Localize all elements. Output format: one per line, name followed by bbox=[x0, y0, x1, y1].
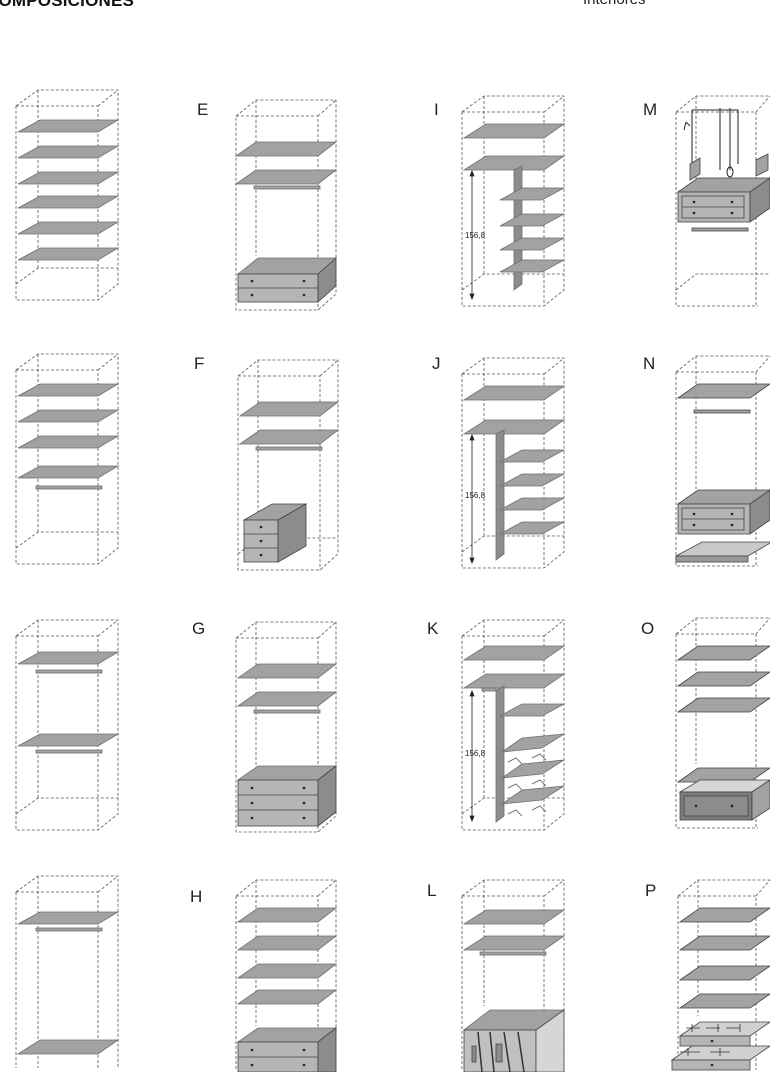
composition-unlabelled-4 bbox=[15, 875, 120, 1068]
dimension-label: 156,8 bbox=[465, 231, 486, 240]
label-I: I bbox=[434, 100, 439, 119]
composition-unlabelled-1 bbox=[15, 89, 120, 301]
composition-J: 156,8 bbox=[461, 357, 566, 569]
dimension-label: 156,8 bbox=[465, 491, 486, 500]
label-H: H bbox=[190, 887, 203, 906]
label-P: P bbox=[645, 881, 657, 900]
label-M: M bbox=[643, 100, 658, 119]
composition-unlabelled-3 bbox=[15, 619, 120, 831]
label-N: N bbox=[643, 354, 656, 373]
composition-I: 156,8 bbox=[461, 95, 566, 307]
composition-E bbox=[234, 99, 338, 311]
composition-N bbox=[675, 355, 770, 567]
composition-F bbox=[237, 359, 340, 571]
composition-P bbox=[670, 879, 770, 1071]
composition-H bbox=[235, 879, 338, 1072]
composition-unlabelled-2 bbox=[15, 353, 120, 565]
composition-G bbox=[235, 621, 338, 833]
label-O: O bbox=[641, 619, 655, 638]
label-K: K bbox=[427, 619, 439, 638]
composition-M bbox=[675, 95, 770, 307]
composition-L bbox=[461, 879, 566, 1072]
page-title: COMPOSICIONES bbox=[0, 0, 135, 10]
dimension-label: 156,8 bbox=[465, 749, 486, 758]
composition-O bbox=[675, 617, 770, 829]
label-E: E bbox=[197, 100, 209, 119]
composition-K: 156,8 bbox=[461, 619, 566, 831]
label-J: J bbox=[432, 354, 441, 373]
label-F: F bbox=[194, 354, 205, 373]
section-title: Interiores bbox=[583, 0, 646, 8]
label-L: L bbox=[427, 881, 437, 900]
label-G: G bbox=[192, 619, 206, 638]
